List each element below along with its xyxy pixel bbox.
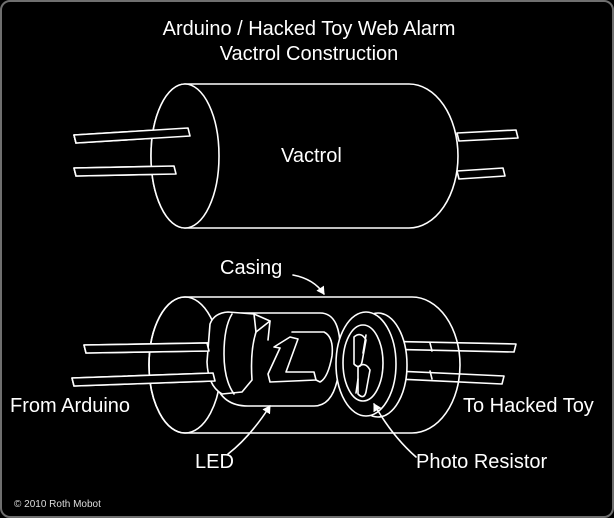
- right-leads-top: [456, 129, 519, 180]
- callout-arrows: [227, 274, 417, 458]
- photo-resistor-arrow: [373, 403, 417, 458]
- photo-resistor-track: [353, 333, 367, 368]
- vactrol-assembled: [73, 83, 519, 229]
- to-hacked-toy-label: To Hacked Toy: [463, 395, 594, 417]
- led-die: [267, 336, 317, 383]
- vactrol-cutaway: [71, 296, 517, 434]
- vactrol-label: Vactrol: [281, 145, 342, 167]
- led-flange: [206, 311, 271, 395]
- diagram-subtitle: Vactrol Construction: [219, 43, 399, 65]
- casing-arrow: [292, 274, 325, 295]
- photo-resistor-label: Photo Resistor: [416, 451, 548, 473]
- copyright-credit: © 2010 Roth Mobot: [14, 499, 101, 510]
- vactrol-end-cap: [150, 83, 220, 229]
- led-label: LED: [195, 451, 234, 473]
- diagram-title: Arduino / Hacked Toy Web Alarm: [162, 18, 456, 40]
- photo-resistor: [335, 311, 408, 418]
- casing-label: Casing: [220, 257, 283, 279]
- led-arrow: [227, 405, 271, 455]
- from-arduino-label: From Arduino: [10, 395, 131, 417]
- led: [206, 311, 341, 407]
